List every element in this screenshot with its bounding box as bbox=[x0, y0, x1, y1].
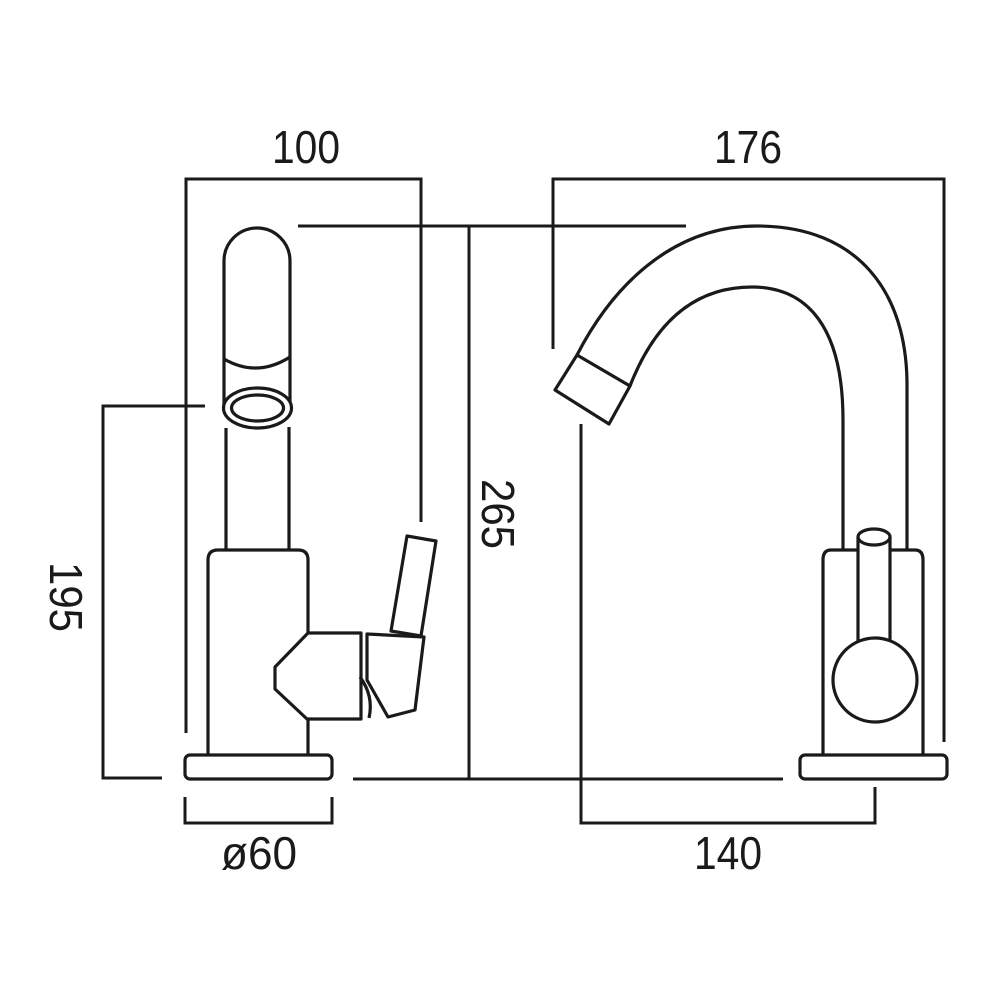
handle-joint-arc bbox=[358, 676, 372, 719]
dimension-labels: 100 176 265 195 ø60 140 bbox=[40, 121, 782, 879]
dimension-label-width-176: 176 bbox=[714, 121, 782, 173]
handle-socket bbox=[365, 632, 426, 719]
dimension-label-height-265: 265 bbox=[472, 479, 524, 549]
valve-housing-hexagon bbox=[273, 631, 363, 721]
gooseneck-spout-outer-curve bbox=[575, 224, 909, 550]
dimension-label-reach-140: 140 bbox=[694, 827, 762, 879]
handle-pivot-knob bbox=[831, 636, 919, 724]
spout-tube bbox=[222, 226, 292, 407]
dimension-label-height-195: 195 bbox=[40, 562, 92, 632]
spout-outlet-tip bbox=[553, 353, 632, 426]
spout-seam-arc bbox=[223, 355, 291, 370]
base-plate-front bbox=[798, 753, 949, 781]
dimension-lines bbox=[101, 177, 946, 825]
gooseneck-spout-inner-curve bbox=[628, 285, 845, 550]
faucet-front-view bbox=[553, 224, 949, 781]
dimension-line-base-diameter-60 bbox=[183, 797, 334, 825]
dimension-line-width-100 bbox=[184, 177, 423, 733]
handle-lever-front bbox=[856, 527, 892, 641]
dimension-line-reach-140 bbox=[579, 424, 877, 825]
neck-tube bbox=[224, 427, 291, 550]
handle-lever-top-ellipse-arc bbox=[856, 536, 892, 547]
dimension-label-width-100: 100 bbox=[272, 121, 340, 173]
base-plate-side bbox=[183, 753, 334, 781]
dimension-line-width-176 bbox=[551, 177, 946, 742]
faucet-side-view bbox=[183, 226, 438, 781]
dimension-line-height-195 bbox=[101, 404, 205, 780]
collar-ring-inner bbox=[229, 393, 286, 423]
handle-lever-side bbox=[389, 534, 438, 638]
faucet-body-side bbox=[206, 548, 310, 756]
dimension-label-base-diameter-60: ø60 bbox=[221, 827, 297, 879]
